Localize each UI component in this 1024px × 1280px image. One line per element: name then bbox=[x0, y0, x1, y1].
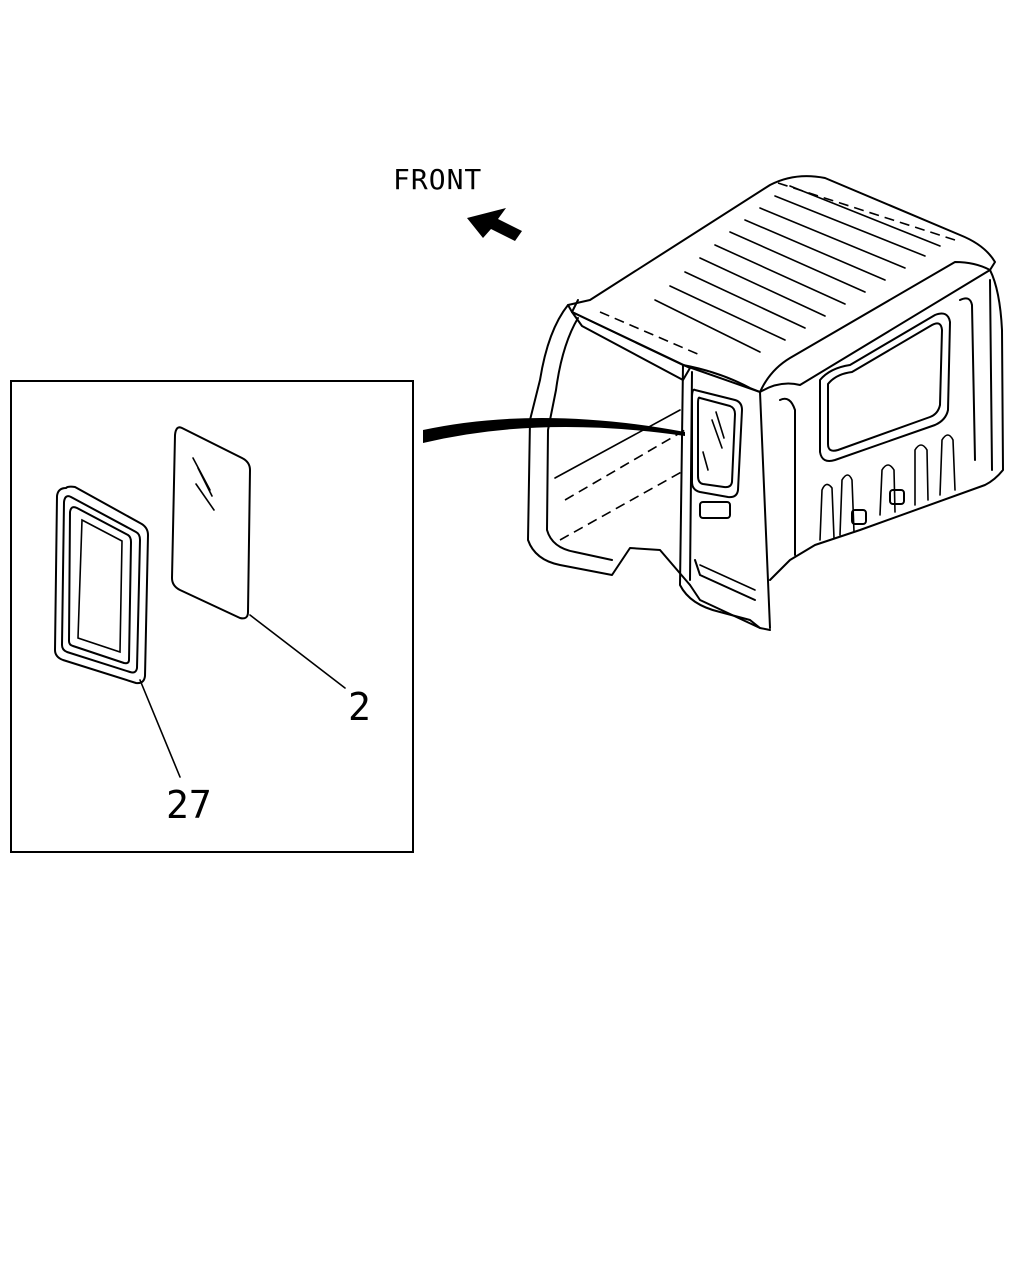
callout-27-leader bbox=[139, 679, 181, 778]
inset-frame bbox=[10, 380, 414, 853]
front-direction-label: FRONT bbox=[393, 163, 482, 196]
callout-2-leader bbox=[249, 614, 346, 689]
callout-27-label: 27 bbox=[166, 783, 212, 827]
glass-pane-part bbox=[171, 426, 251, 620]
arrow-left-up-icon bbox=[467, 208, 522, 241]
weatherstrip-part bbox=[54, 485, 149, 685]
callout-2-label: 2 bbox=[348, 685, 371, 729]
leader-wedge bbox=[423, 417, 685, 443]
cab-drawing bbox=[527, 175, 1004, 631]
